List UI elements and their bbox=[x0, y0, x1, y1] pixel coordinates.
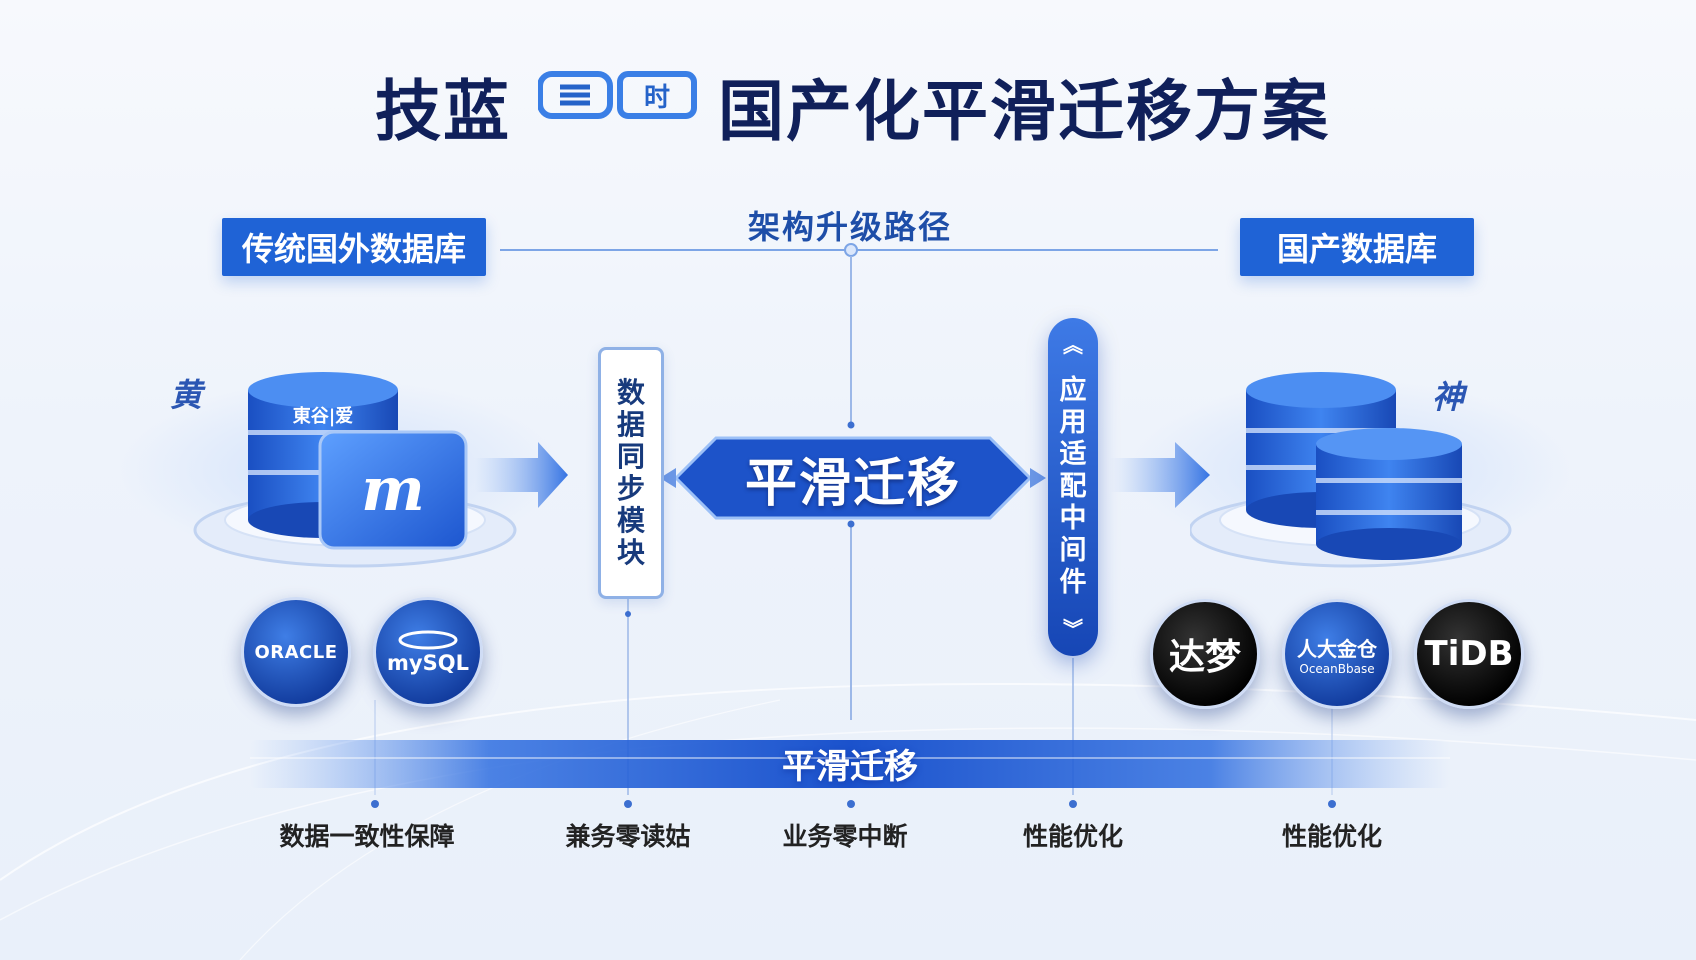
svg-text:时: 时 bbox=[644, 83, 670, 113]
page-title: 技蓝 时 国产化平滑迁移方案 bbox=[0, 52, 1696, 150]
feature-performance: 性能优化 bbox=[1022, 822, 1123, 851]
brand-logo-icon: 时 bbox=[538, 71, 697, 119]
bottom-band-label: 平滑迁移 bbox=[782, 747, 918, 787]
left-side-glyph: 黄 bbox=[170, 376, 203, 414]
oracle-logo: ORACLE bbox=[241, 597, 351, 707]
middleware-char: 件 bbox=[1059, 567, 1087, 598]
tidb-logo-text: TiDB bbox=[1424, 634, 1514, 674]
middleware-char: 中 bbox=[1059, 503, 1087, 534]
mysql-logo-text: mySQL bbox=[387, 651, 469, 675]
app-adapter-middleware: ︽ 应 用 适 配 中 间 件 ︾ bbox=[1048, 318, 1098, 656]
right-side-glyph: 神 bbox=[1432, 378, 1465, 416]
mysql-logo: mySQL bbox=[373, 597, 483, 707]
oceanbase-logo-text: 人大金仓 bbox=[1297, 636, 1377, 661]
title-prefix: 技蓝 bbox=[375, 73, 511, 150]
title-main: 国产化平滑迁移方案 bbox=[718, 73, 1330, 150]
middleware-char: 配 bbox=[1059, 471, 1087, 502]
middleware-char: 用 bbox=[1059, 407, 1087, 438]
svg-text:m: m bbox=[361, 455, 425, 525]
sync-char: 数 bbox=[616, 376, 645, 409]
tidb-logo: TiDB bbox=[1414, 599, 1524, 709]
oceanbase-logo: 人大金仓 OceanBbase bbox=[1282, 599, 1392, 709]
middleware-char: 间 bbox=[1059, 535, 1087, 566]
sync-char: 块 bbox=[616, 536, 645, 569]
oracle-logo-text: ORACLE bbox=[254, 641, 338, 663]
oceanbase-logo-sub: OceanBbase bbox=[1299, 661, 1375, 676]
feature-item: 兼务零读姑 bbox=[565, 822, 691, 851]
sync-char: 同 bbox=[616, 440, 645, 473]
dameng-logo: 达梦 bbox=[1150, 599, 1260, 709]
sync-char: 模 bbox=[616, 504, 645, 537]
middleware-char: 应 bbox=[1059, 375, 1087, 406]
dolphin-swirl-icon bbox=[398, 630, 458, 650]
chevron-down-icon: ︾ bbox=[1063, 617, 1083, 641]
svg-text:東谷|爱: 東谷|爱 bbox=[293, 405, 354, 427]
smooth-migration-banner: 平滑迁移 bbox=[676, 438, 1030, 518]
sync-char: 据 bbox=[616, 408, 645, 441]
sync-char: 步 bbox=[616, 472, 645, 505]
data-sync-module: 数 据 同 步 模 块 bbox=[598, 347, 664, 599]
chevron-up-icon: ︽ bbox=[1063, 333, 1083, 357]
center-banner-text: 平滑迁移 bbox=[744, 453, 961, 514]
middleware-char: 适 bbox=[1059, 439, 1087, 470]
feature-data-consistency: 数据一致性保障 bbox=[279, 822, 455, 851]
feature-performance-right: 性能优化 bbox=[1281, 822, 1382, 851]
feature-zero-downtime: 业务零中断 bbox=[782, 822, 908, 851]
legacy-db-tag: 传统国外数据库 bbox=[222, 218, 486, 276]
dameng-logo-text: 达梦 bbox=[1168, 637, 1241, 678]
legacy-database-icon: 東谷|爱 m bbox=[193, 372, 517, 568]
domestic-database-icon bbox=[1190, 372, 1512, 568]
domestic-db-tag: 国产数据库 bbox=[1240, 218, 1474, 276]
upgrade-path-label: 架构升级路径 bbox=[747, 208, 952, 246]
